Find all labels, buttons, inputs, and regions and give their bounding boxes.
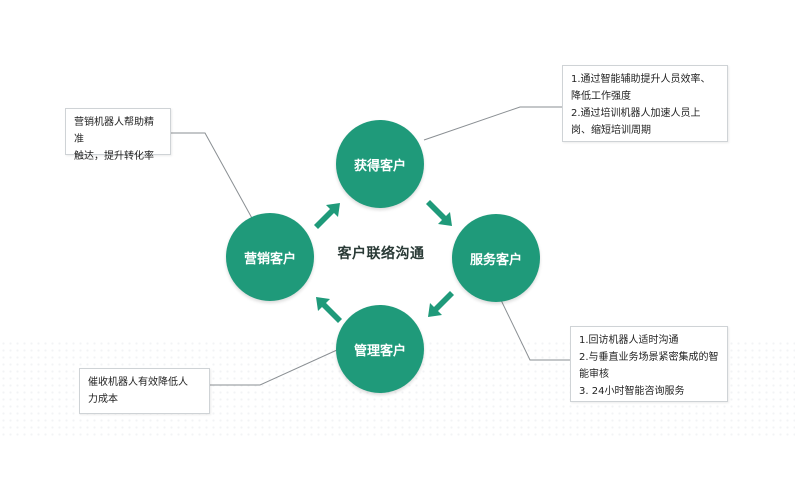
note-service-line: 能审核	[579, 369, 609, 380]
connector-manage	[210, 344, 349, 386]
note-service-line: 2.与垂直业务场景紧密集成的智	[579, 352, 719, 363]
note-manage-line: 催收机器人有效降低人	[88, 377, 188, 388]
note-marketing-line: 营销机器人帮助精准	[74, 117, 154, 145]
arrow-manage-to-marketing	[316, 297, 342, 323]
node-acquire-label: 获得客户	[353, 158, 406, 174]
center-title: 客户联络沟通	[337, 246, 425, 262]
node-marketing-customer: 营销客户	[226, 213, 314, 301]
connector-marketing	[170, 132, 254, 221]
connector-service	[499, 297, 570, 361]
connector-acquire	[423, 106, 562, 141]
note-acquire: 1.通过智能辅助提升人员效率、 降低工作强度 2.通过培训机器人加速人员上 岗、…	[562, 65, 728, 142]
note-manage-line: 力成本	[88, 394, 118, 405]
node-acquire-customer: 获得客户	[336, 120, 424, 208]
arrow-service-to-manage	[428, 291, 454, 317]
note-service: 1.回访机器人适时沟通 2.与垂直业务场景紧密集成的智 能审核 3. 24小时智…	[570, 326, 728, 402]
note-acquire-line: 2.通过培训机器人加速人员上	[571, 108, 701, 119]
note-marketing: 营销机器人帮助精准 触达，提升转化率	[65, 108, 171, 162]
node-service-label: 服务客户	[469, 252, 522, 268]
arrow-marketing-to-acquire	[314, 203, 340, 229]
node-service-customer: 服务客户	[452, 214, 540, 302]
node-manage-label: 管理客户	[353, 343, 406, 359]
node-manage-customer: 管理客户	[336, 305, 424, 393]
node-marketing-label: 营销客户	[243, 251, 296, 267]
note-acquire-line: 岗、缩短培训周期	[571, 125, 651, 136]
note-acquire-line: 1.通过智能辅助提升人员效率、	[571, 74, 711, 85]
arrow-acquire-to-service	[426, 200, 452, 226]
note-marketing-line: 触达，提升转化率	[74, 151, 154, 162]
note-service-line: 1.回访机器人适时沟通	[579, 335, 679, 346]
note-manage: 催收机器人有效降低人 力成本	[79, 368, 210, 414]
note-acquire-line: 降低工作强度	[571, 91, 631, 102]
note-service-line: 3. 24小时智能咨询服务	[579, 386, 685, 397]
